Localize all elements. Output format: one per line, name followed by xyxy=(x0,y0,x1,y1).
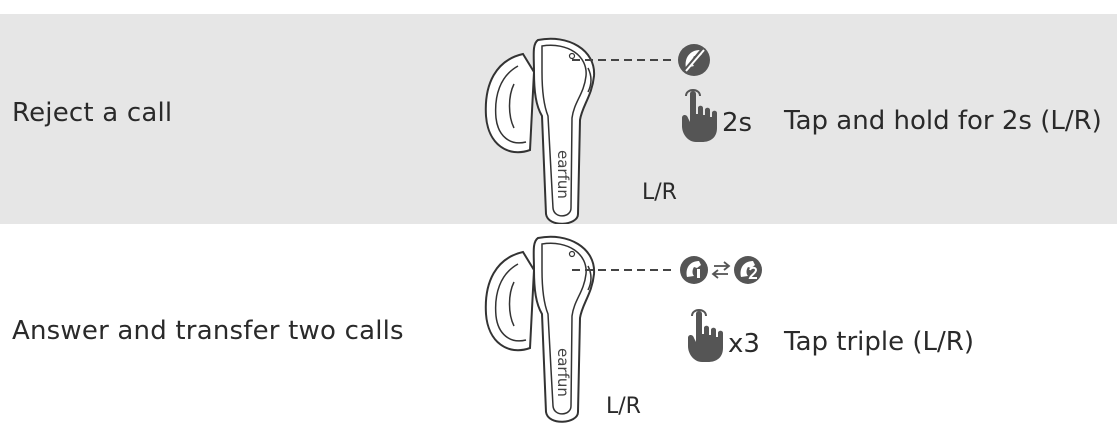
gesture-description: Tap triple (L/R) xyxy=(784,327,974,357)
earbud-illustration: earfun xyxy=(484,37,596,225)
gesture-connector xyxy=(572,256,762,284)
action-label: Reject a call xyxy=(12,98,173,128)
phone-call-2-icon xyxy=(734,256,762,284)
side-label: L/R xyxy=(642,180,677,205)
earbud-brand: earfun xyxy=(554,348,572,397)
phone-reject-icon xyxy=(678,44,710,76)
tap-count: x3 xyxy=(728,329,760,359)
gesture-description: Tap and hold for 2s (L/R) xyxy=(784,106,1102,136)
hand-tap-icon xyxy=(688,309,723,362)
row-answer-transfer: Answer and transfer two calls earfun xyxy=(0,224,1117,424)
action-label: Answer and transfer two calls xyxy=(12,316,404,346)
earbud-brand: earfun xyxy=(554,150,572,199)
phone-call-1-icon xyxy=(680,256,708,284)
press-duration: 2s xyxy=(722,108,753,138)
earbud-illustration: earfun xyxy=(484,235,596,423)
gesture-connector xyxy=(572,44,710,76)
row-reject-call: Reject a call earfun 2s Tap and hold for… xyxy=(0,14,1117,225)
side-label: L/R xyxy=(606,394,641,419)
hand-tap-icon xyxy=(682,89,717,142)
swap-arrows-icon xyxy=(711,261,731,279)
